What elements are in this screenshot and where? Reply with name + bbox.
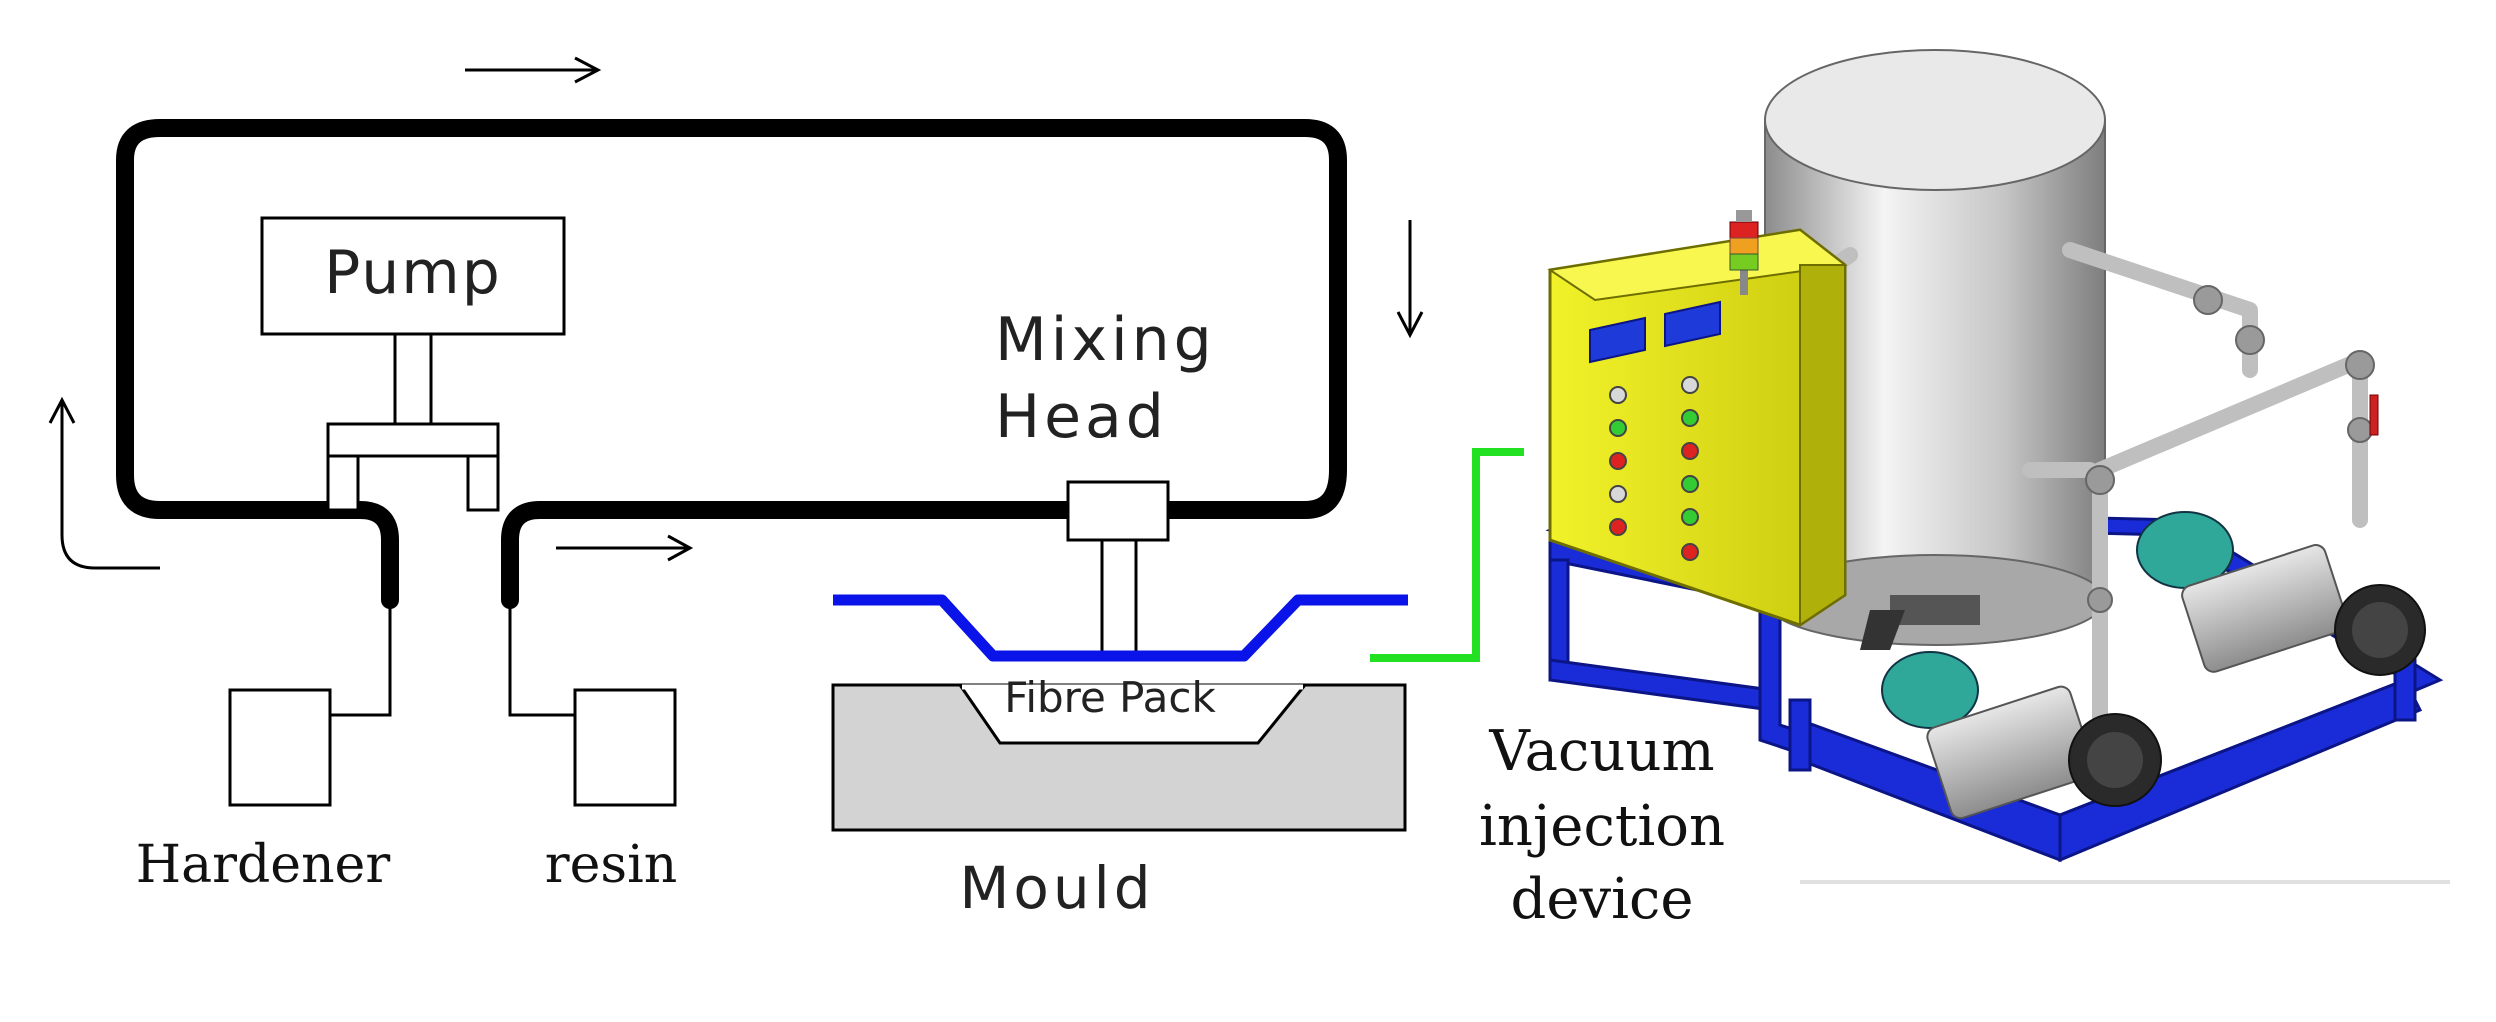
hardener-label: Hardener [136, 835, 391, 895]
hardener-feed-line [330, 600, 392, 717]
pump-label: Pump [324, 238, 502, 308]
arrow-down-icon [1396, 220, 1424, 339]
vacuum-bag [833, 594, 1408, 662]
pump-manifold [326, 422, 500, 458]
arrow-up-icon [48, 396, 160, 570]
resin-label: resin [545, 835, 677, 895]
feed-lines [330, 600, 575, 717]
arrow-right-icon [556, 534, 694, 562]
valve-handle [2369, 394, 2379, 436]
pipe-fittings [2085, 285, 2375, 613]
resin-tank [573, 688, 677, 807]
mixing-head-label-line2: Head [995, 382, 1168, 452]
vacuum-hose [1370, 448, 1524, 662]
cabinet-buttons [1609, 376, 1699, 561]
control-cabinet [1547, 210, 1848, 627]
pump-leg-left [326, 454, 360, 512]
mixing-head-nozzle [1100, 538, 1138, 654]
mould-label: Mould [959, 854, 1154, 922]
mould: Fibre Pack Mould [831, 673, 1407, 922]
vacuum-injection-device-illustration [1545, 49, 2450, 884]
circuit-loop [116, 119, 1347, 609]
mixing-head: Mixing Head [995, 305, 1216, 654]
arrow-right-icon [465, 56, 602, 84]
resin-feed-line [508, 600, 575, 717]
fibre-pack-label: Fibre Pack [1004, 673, 1216, 722]
pump-leg-right [466, 454, 500, 512]
hardener-tank [228, 688, 332, 807]
vacuum-label-line2: injection [1479, 794, 1725, 859]
pump: Pump [260, 216, 566, 512]
vacuum-pump-front [1881, 651, 2162, 820]
vacuum-label-line1: Vacuum [1488, 719, 1714, 784]
mixing-head-box [1066, 480, 1170, 542]
pump-shaft [393, 332, 433, 426]
loop-left-branch [116, 119, 1347, 609]
vacuum-label-line3: device [1510, 867, 1693, 932]
vacuum-pump-back [2136, 511, 2426, 676]
mixing-head-label-line1: Mixing [995, 305, 1216, 375]
